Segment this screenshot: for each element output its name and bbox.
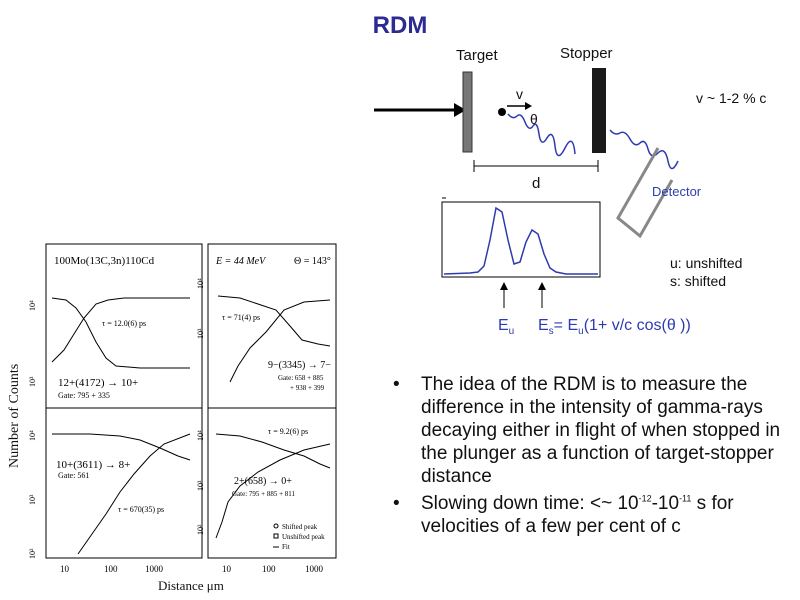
- x-tick-1000-left: 1000: [145, 564, 164, 574]
- slide-title: RDM: [372, 12, 428, 39]
- velocity-note: v ~ 1-2 % c: [696, 90, 766, 106]
- panel4-shifted-curve: [215, 443, 331, 539]
- velocity-symbol: v: [516, 86, 523, 102]
- gamma-spectrum: [441, 197, 601, 278]
- legend-shifted: s: shifted: [670, 273, 726, 289]
- panel4-legend-shifted: Shifted peak: [282, 523, 318, 531]
- panel2-gate: Gate: 658 + 885: [278, 374, 324, 382]
- eu-label: Eu: [498, 317, 514, 337]
- distance-label: d: [532, 175, 540, 192]
- panel2-shifted-curve: [229, 299, 331, 383]
- panel4-legend-unshifted: Unshifted peak: [282, 533, 325, 541]
- panel1-transition: 12+(4172) → 10+: [58, 377, 138, 389]
- bullet-rdm-idea: The idea of the RDM is to measure the di…: [393, 373, 793, 488]
- panel2-tau: τ = 71(4) ps: [222, 313, 260, 322]
- y-tick-p4-b: 10³: [196, 480, 205, 491]
- panel3-tau: τ = 670(35) ps: [118, 505, 164, 514]
- panel3-unshifted-curve: [52, 433, 191, 461]
- y-tick-p3-b: 10³: [28, 494, 37, 505]
- y-tick-p1-a: 10⁴: [28, 300, 37, 311]
- panel1-shifted-curve: [51, 297, 190, 363]
- panel4-transition: 2+(658) → 0+: [234, 476, 292, 487]
- panel-bottom-left: [45, 407, 203, 559]
- x-tick-100-right: 100: [262, 564, 276, 574]
- panel3-transition: 10+(3611) → 8+: [56, 459, 130, 471]
- y-tick-p2-b: 10³: [196, 328, 205, 339]
- panel1-tau: τ = 12.0(6) ps: [102, 319, 146, 328]
- panel2-header-right: Θ = 143°: [294, 256, 331, 267]
- y-tick-p4-c: 10²: [196, 524, 205, 535]
- detector-label: Detector: [652, 184, 702, 199]
- x-axis-label: Distance μm: [158, 578, 224, 593]
- panel2-unshifted-curve: [217, 295, 331, 347]
- y-tick-p3-c: 10²: [28, 548, 37, 559]
- panel2-header-left: E = 44 MeV: [215, 256, 267, 267]
- target-foil: [462, 71, 473, 153]
- panel4-unshifted-curve: [215, 433, 331, 469]
- bullet-slowing-time: Slowing down time: <~ 10-12-10-11 s for …: [393, 492, 793, 538]
- x-tick-10-left: 10: [60, 564, 70, 574]
- panel4-legend-shifted-marker: [273, 523, 279, 529]
- x-tick-1000-right: 1000: [305, 564, 324, 574]
- panel1-gate: Gate: 795 + 335: [58, 391, 110, 400]
- panel4-tau: τ = 9.2(6) ps: [268, 427, 308, 436]
- bullet-list: The idea of the RDM is to measure the di…: [393, 373, 793, 542]
- theta-symbol: θ: [530, 111, 538, 127]
- x-tick-10-right: 10: [222, 564, 232, 574]
- stopper-foil: [592, 68, 606, 153]
- legend-unshifted: u: unshifted: [670, 255, 742, 271]
- panel-bottom-right: [207, 407, 337, 559]
- panel3-shifted-curve: [77, 433, 191, 555]
- y-axis-label: Number of Counts: [7, 364, 22, 468]
- rdm-schematic: Target Stopper v θ d v ~ 1-2 % c Detecto…: [374, 45, 766, 337]
- detector-outline: [616, 147, 674, 239]
- es-formula: Es= Eu(1+ v/c cos(θ )): [538, 317, 691, 337]
- panel4-legend-unshifted-marker: [273, 533, 279, 539]
- beam-arrowhead: [454, 103, 466, 117]
- y-tick-p4-a: 10⁴: [196, 430, 205, 441]
- target-label: Target: [456, 47, 499, 64]
- recoil-nucleus: [498, 108, 506, 116]
- gamma-ray-in-flight: [507, 113, 576, 157]
- decay-curve-figure: Number of Counts Distance μm 10 100 1000…: [7, 243, 337, 593]
- x-tick-100-left: 100: [104, 564, 118, 574]
- panel3-gate: Gate: 561: [58, 471, 89, 480]
- stopper-label: Stopper: [560, 45, 613, 62]
- panel2-transition: 9−(3345) → 7−: [268, 360, 331, 371]
- panel4-gate: Gate: 795 + 885 + 811: [232, 490, 296, 498]
- gamma-ray-stopped: [609, 129, 679, 170]
- panel2-gate2: + 938 + 399: [290, 384, 325, 392]
- panel1-unshifted-curve: [51, 297, 190, 369]
- panel4-legend-fit: Fit: [282, 543, 290, 551]
- y-tick-p2-a: 10⁴: [196, 278, 205, 289]
- panel1-header: 100Mo(13C,3n)110Cd: [54, 255, 155, 267]
- y-tick-p1-b: 10³: [28, 376, 37, 387]
- y-tick-p3-a: 10⁴: [28, 430, 37, 441]
